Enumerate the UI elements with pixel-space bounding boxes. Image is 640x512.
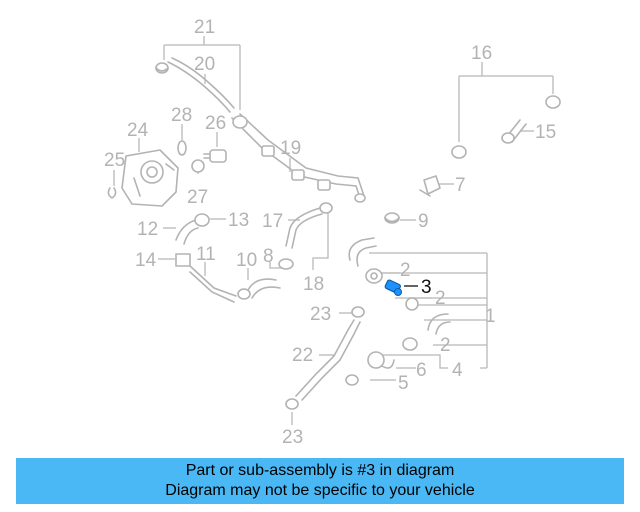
housing-2c [402, 337, 418, 351]
clamp-9 [384, 212, 400, 224]
pipe-assembly-19 [231, 113, 366, 203]
washer-27 [191, 159, 205, 173]
callout-23-lower: 23 [282, 427, 303, 448]
hose-20 [167, 61, 231, 113]
info-banner: Part or sub-assembly is #3 in diagram Di… [16, 458, 624, 504]
hose-1b [427, 313, 449, 331]
hose-15 [501, 119, 527, 144]
banner-line-1: Part or sub-assembly is #3 in diagram [185, 462, 455, 479]
clamp-8 [278, 258, 294, 270]
hose-10 [247, 278, 277, 291]
callout-4: 4 [452, 360, 463, 381]
sensor-26 [203, 149, 227, 163]
callout-7: 7 [455, 175, 466, 196]
callout-13: 13 [228, 210, 249, 231]
housing-24 [121, 149, 179, 207]
callout-19: 19 [280, 138, 301, 159]
callout-2-middle: 2 [435, 288, 446, 309]
callout-9: 9 [418, 211, 429, 232]
callout-24: 24 [127, 120, 149, 141]
callout-28: 28 [171, 105, 192, 126]
fitting-7 [419, 175, 441, 197]
callout-25: 25 [104, 150, 125, 171]
callout-18: 18 [303, 274, 324, 295]
hose-1a [348, 237, 375, 261]
pipe-22 [295, 319, 355, 397]
callout-22: 22 [292, 345, 313, 366]
parts-diagram: 21 20 28 26 24 25 27 19 16 15 7 9 13 12 … [104, 17, 561, 448]
part-3-highlighted [384, 279, 402, 296]
oring-28 [177, 140, 187, 156]
callout-3: 3 [421, 277, 432, 298]
callout-10: 10 [236, 250, 257, 271]
clip-25 [107, 187, 117, 199]
callout-11: 11 [196, 244, 216, 265]
callout-12: 12 [137, 219, 158, 240]
clamp-23a [351, 306, 365, 318]
clamp-16a [451, 145, 467, 159]
callout-21: 21 [194, 17, 215, 38]
hose-17 [285, 207, 321, 247]
callout-6: 6 [416, 360, 427, 381]
callout-8: 8 [263, 246, 274, 267]
callout-27: 27 [187, 187, 208, 208]
callout-5: 5 [398, 373, 409, 394]
bracket-14 [175, 253, 191, 267]
callout-14: 14 [135, 250, 157, 271]
hose-12 [175, 219, 199, 245]
callout-23-upper: 23 [310, 304, 331, 325]
callout-16: 16 [471, 43, 492, 64]
clamp-21 [155, 62, 169, 74]
clamp-23b [285, 398, 299, 410]
callout-1: 1 [485, 306, 496, 327]
fitting-6 [367, 351, 395, 369]
callout-17: 17 [262, 211, 283, 232]
oring-5 [345, 374, 359, 386]
banner-line-2: Diagram may not be specific to your vehi… [165, 482, 475, 499]
callouts: 21 20 28 26 24 25 27 19 16 15 7 9 13 12 … [104, 17, 556, 448]
callout-15: 15 [535, 122, 556, 143]
clamp-13 [194, 213, 210, 227]
callout-2-upper: 2 [400, 260, 411, 281]
pipe-11 [189, 265, 237, 297]
callout-2-lower: 2 [440, 335, 451, 356]
part-artwork [107, 57, 561, 410]
callout-20: 20 [194, 54, 215, 75]
clamp-16b [545, 95, 561, 109]
housing-2a [365, 268, 383, 284]
housing-2b [405, 297, 419, 311]
callout-26: 26 [205, 113, 226, 134]
